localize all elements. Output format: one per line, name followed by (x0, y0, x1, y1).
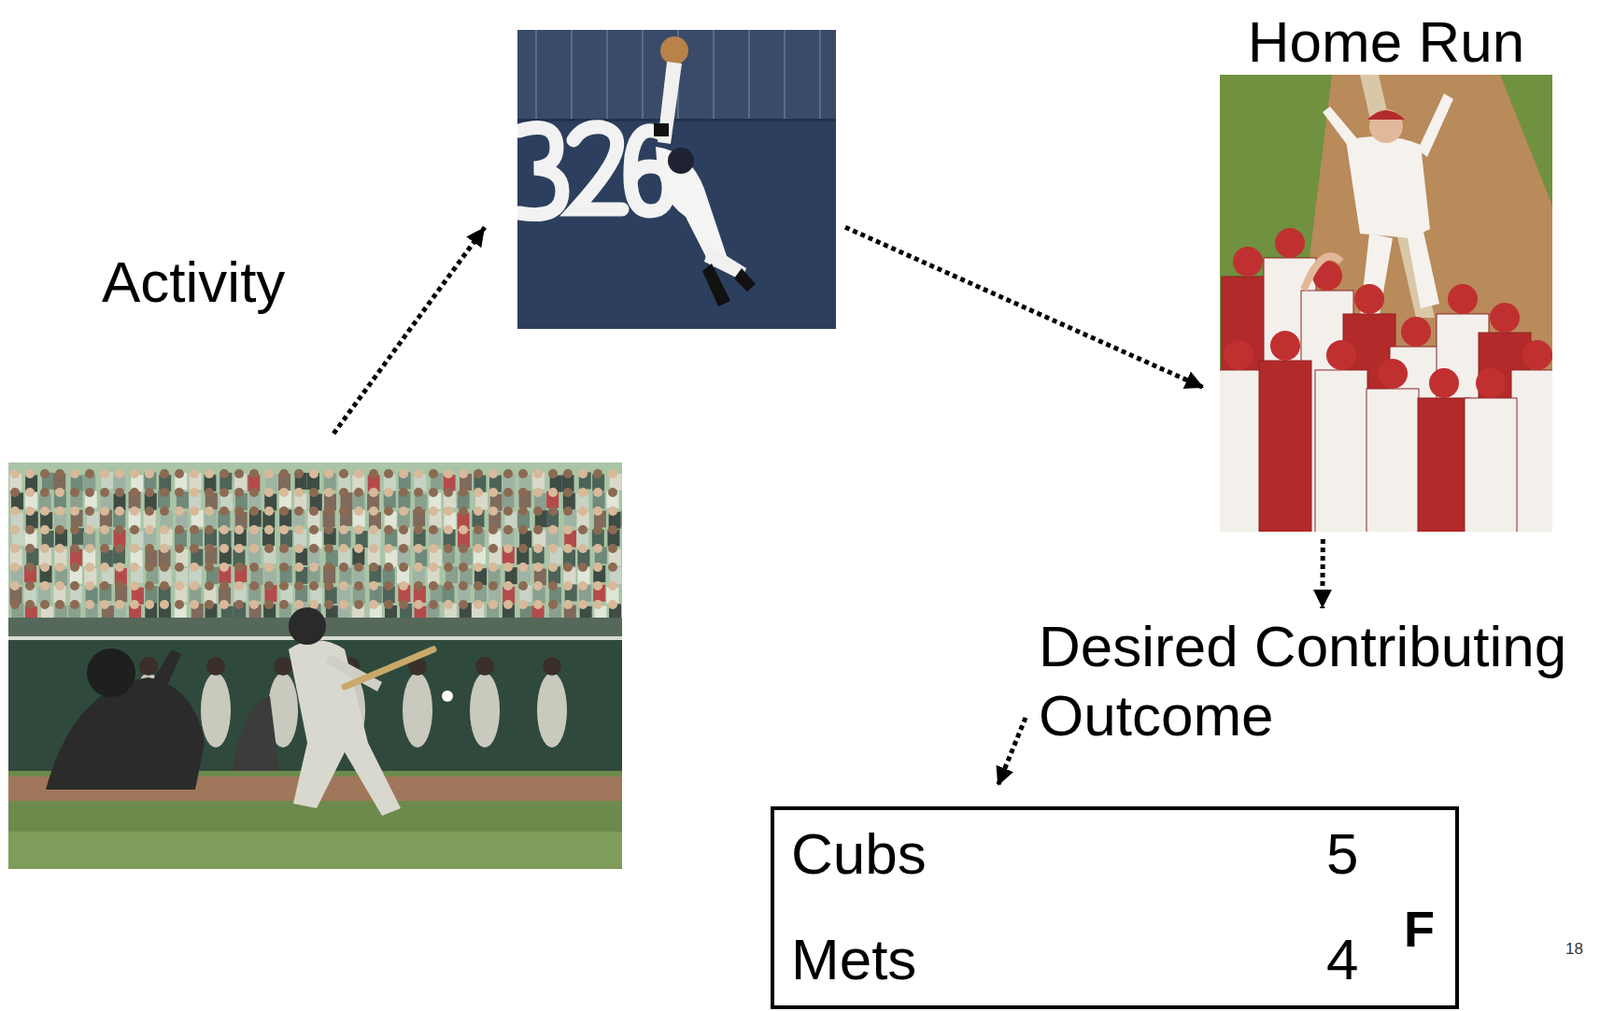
home-run-photo-illustration (1219, 74, 1553, 532)
home-run-photo: Home Run (1219, 74, 1553, 532)
final-marker: F (1403, 899, 1435, 958)
team-name: Mets (791, 925, 917, 992)
scoreboard-box: Cubs 5Mets 4F (770, 806, 1459, 1009)
batter-photo-illustration (8, 462, 623, 869)
dotted-arrow (333, 226, 485, 434)
edge-label: Activity (101, 248, 285, 315)
page-number: 18 (1565, 939, 1584, 959)
outcome-text: Desired Contributing Outcome (1038, 611, 1583, 751)
score-number: 4 (1326, 925, 1359, 992)
dotted-arrow (1319, 538, 1326, 609)
team-name: Cubs (791, 820, 927, 887)
score-number: 5 (1326, 820, 1359, 887)
node-heading: Home Run (1247, 13, 1525, 71)
catch-photo (517, 29, 836, 329)
dotted-arrow (845, 226, 1204, 388)
catch-photo-illustration (517, 29, 836, 329)
batter-photo (8, 462, 623, 869)
node-text: Desired Contributing Outcome (1038, 611, 1583, 751)
dotted-arrow (997, 717, 1026, 786)
